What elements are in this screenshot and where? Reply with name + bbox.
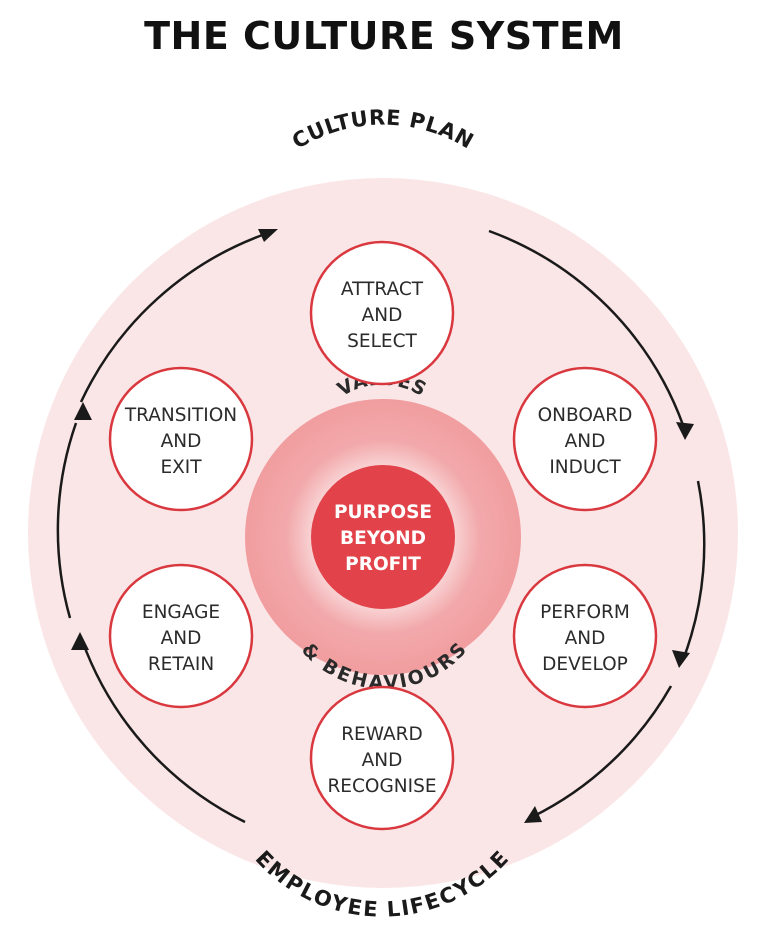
- stage-reward-and-recognise: REWARD AND RECOGNISE: [309, 685, 455, 831]
- svg-text:RETAIN: RETAIN: [148, 654, 214, 675]
- svg-text:AND: AND: [565, 628, 606, 649]
- culture-plan-label: CULTURE PLAN: [288, 105, 478, 153]
- svg-text:ATTRACT: ATTRACT: [341, 279, 424, 300]
- svg-text:PERFORM: PERFORM: [540, 602, 630, 623]
- svg-text:TRANSITION: TRANSITION: [124, 405, 237, 426]
- svg-text:ONBOARD: ONBOARD: [538, 405, 633, 426]
- stage-perform-and-develop: PERFORM AND DEVELOP: [512, 563, 658, 709]
- arrow-left-upper: [79, 231, 269, 403]
- stage-transition-and-exit: TRANSITION AND EXIT: [108, 366, 254, 512]
- arrow-right-lower: [681, 480, 706, 661]
- core-line-2: BEYOND: [340, 528, 426, 549]
- purpose-core: [311, 465, 455, 609]
- svg-text:AND: AND: [362, 305, 403, 326]
- stage-engage-and-retain: ENGAGE AND RETAIN: [108, 563, 254, 709]
- svg-text:RECOGNISE: RECOGNISE: [327, 776, 436, 797]
- svg-text:REWARD: REWARD: [341, 724, 423, 745]
- arrowhead-icon: [258, 229, 278, 242]
- svg-text:EXIT: EXIT: [160, 457, 202, 478]
- arrowheads: [71, 229, 694, 823]
- arrowhead-icon: [71, 632, 89, 650]
- arrow-left-lower: [56, 422, 78, 619]
- svg-text:ENGAGE: ENGAGE: [142, 602, 220, 623]
- svg-text:SELECT: SELECT: [347, 331, 417, 352]
- svg-text:DEVELOP: DEVELOP: [542, 654, 628, 675]
- stage-attract-and-select: ATTRACT AND SELECT: [309, 240, 455, 386]
- lifecycle-flow-arrows: [56, 229, 706, 824]
- stage-onboard-and-induct: ONBOARD AND INDUCT: [512, 366, 658, 512]
- arrow-lower-left: [80, 639, 246, 824]
- arrowhead-icon: [672, 650, 690, 668]
- svg-text:AND: AND: [161, 628, 202, 649]
- arrowhead-icon: [524, 806, 542, 823]
- svg-text:AND: AND: [362, 750, 403, 771]
- core-line-1: PURPOSE: [334, 502, 432, 523]
- arrow-lower-right: [531, 685, 673, 819]
- core-line-3: PROFIT: [345, 554, 421, 575]
- arrowhead-icon: [676, 422, 694, 440]
- svg-text:INDUCT: INDUCT: [549, 457, 621, 478]
- svg-text:AND: AND: [161, 431, 202, 452]
- arrow-right-upper: [488, 229, 685, 426]
- arrowhead-icon: [74, 402, 92, 420]
- page-title: THE CULTURE SYSTEM: [144, 14, 624, 58]
- svg-text:AND: AND: [565, 431, 606, 452]
